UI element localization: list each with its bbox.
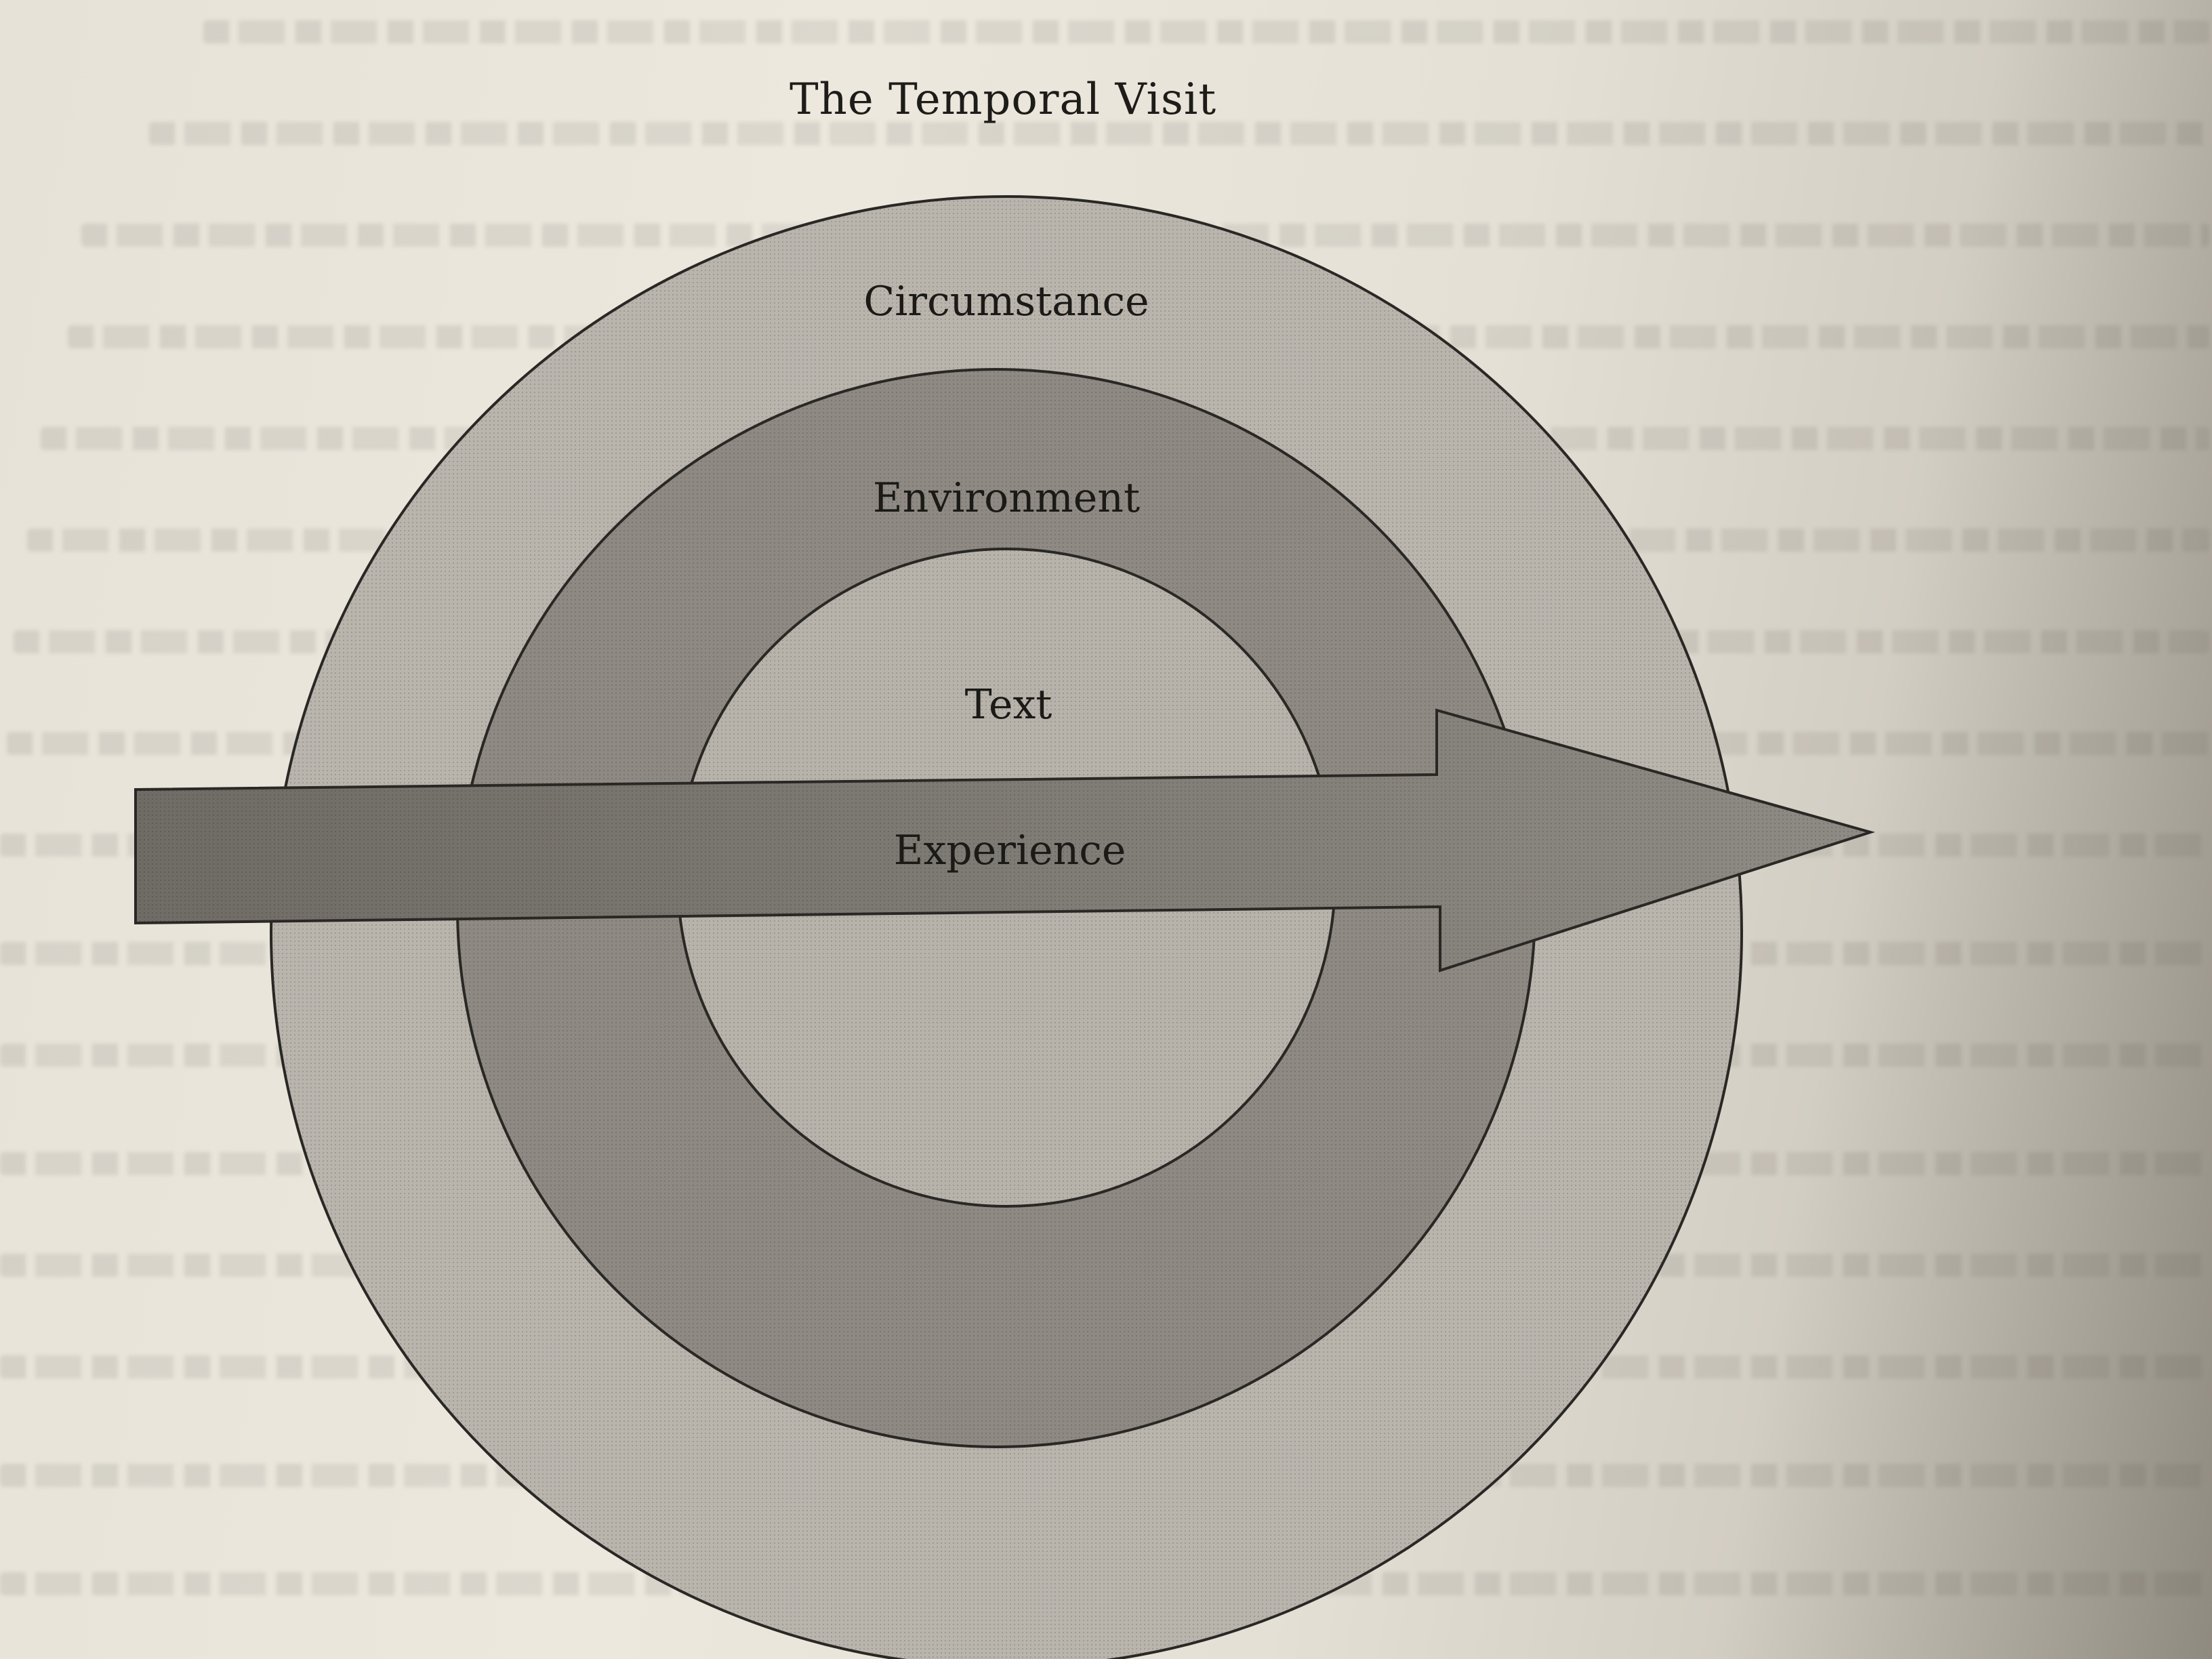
- arrow-label-experience: Experience: [894, 827, 1126, 874]
- ring-label-text: Text: [965, 681, 1052, 729]
- ring-label-environment: Environment: [873, 474, 1140, 522]
- diagram-title: The Temporal Visit: [789, 75, 1217, 125]
- ring-label-circumstance: Circumstance: [863, 278, 1149, 325]
